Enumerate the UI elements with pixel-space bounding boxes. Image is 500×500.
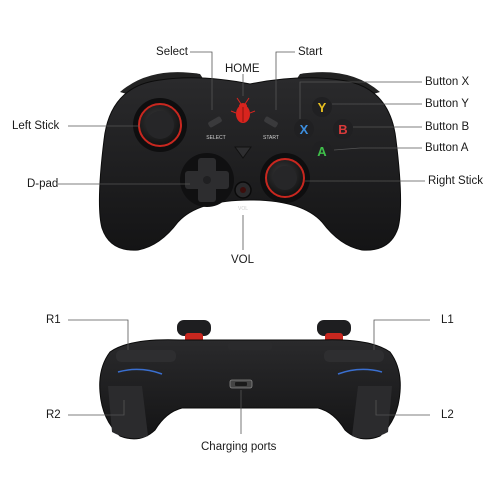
leader-r2 (68, 400, 125, 416)
start-printed: START (263, 135, 279, 141)
leader-r1 (68, 319, 129, 350)
front-controller: SELECT START VOL Y (98, 72, 402, 251)
back-accent-right (337, 368, 383, 375)
vol-knob-center (240, 187, 246, 193)
label-r2: R2 (46, 409, 61, 421)
back-center-top (228, 342, 272, 350)
label-start: Start (298, 46, 323, 58)
label-home: HOME (225, 63, 260, 75)
label-vol: VOL (231, 254, 255, 266)
label-r1: R1 (46, 314, 61, 326)
leader-button-a (333, 147, 422, 151)
front-dpad (180, 153, 234, 207)
label-charging-ports: Charging ports (201, 441, 277, 453)
start-button-shape (264, 116, 278, 128)
leader-start (275, 51, 295, 110)
label-button-b: Button B (425, 121, 470, 133)
leader-button-x (299, 81, 422, 119)
back-leader-lines (68, 319, 430, 434)
label-button-y: Button Y (425, 98, 469, 110)
label-right-stick: Right Stick (428, 175, 483, 187)
leader-l1 (373, 319, 430, 350)
face-buttons: Y X B A (294, 97, 353, 161)
leader-select (190, 51, 213, 110)
select-button-shape (208, 116, 222, 128)
button-a-printed: A (317, 144, 327, 159)
label-left-stick: Left Stick (12, 120, 60, 132)
label-select: Select (156, 46, 188, 58)
label-dpad: D-pad (27, 178, 59, 190)
back-r2-shape (108, 386, 148, 439)
vol-printed: VOL (238, 206, 248, 212)
triangle-button-shape (234, 146, 252, 159)
back-accent-left (117, 368, 163, 375)
back-l1-shape (324, 350, 384, 362)
button-b-printed: B (338, 122, 347, 137)
label-button-x: Button X (425, 76, 470, 88)
leader-l2 (375, 400, 430, 416)
button-x-printed: X (300, 122, 309, 137)
front-left-stick (133, 98, 187, 152)
button-y-printed: Y (318, 100, 327, 115)
label-button-a: Button A (425, 142, 469, 154)
back-controller (99, 320, 401, 440)
label-l2: L2 (441, 409, 454, 421)
select-printed: SELECT (206, 135, 225, 141)
front-leader-lines (58, 51, 425, 250)
bug-logo-icon (230, 97, 256, 123)
label-l1: L1 (441, 314, 454, 326)
back-l2-shape (352, 386, 392, 439)
charging-port-slot (235, 382, 247, 386)
front-right-stick (260, 153, 310, 203)
back-r1-shape (116, 350, 176, 362)
